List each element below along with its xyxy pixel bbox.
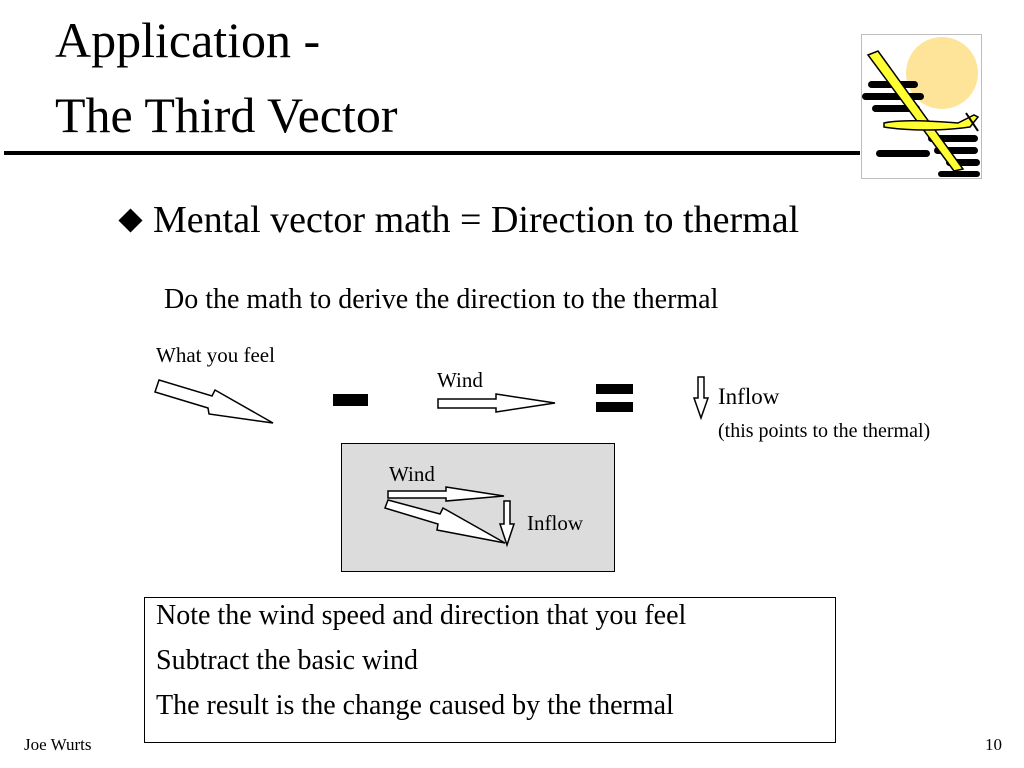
title-underline-rule [4,151,860,155]
glider-logo [861,34,982,179]
sun-shape [906,37,978,109]
inset-wind-label: Wind [389,462,435,486]
footer-author: Joe Wurts [24,735,92,754]
glider-wing [866,50,965,172]
what-you-feel-arrow [154,379,274,424]
what-you-feel-label: What you feel [156,343,275,367]
inflow-arrow [692,376,710,421]
note-line-2: Subtract the basic wind [156,645,419,676]
inset-arrows [384,486,516,548]
inset-inflow-label: Inflow [527,511,583,535]
inset-inflow-arrow [498,500,516,548]
subheading: Do the math to derive the direction to t… [164,284,719,315]
bullet-item: Mental vector math = Direction to therma… [118,198,800,242]
bullet-text: Mental vector math = Direction to therma… [153,199,800,241]
note-line-3: The result is the change caused by the t… [156,690,674,721]
note-line-1: Note the wind speed and direction that y… [156,600,687,631]
wind-arrow [437,393,556,413]
glider-sun-clouds-icon [862,37,980,177]
inset-wind-arrow [387,486,505,502]
notes-box: Note the wind speed and direction that y… [144,597,836,743]
slide-title-line-2: The Third Vector [55,87,398,143]
equals-sign-bottom [596,402,633,412]
equals-sign-top [596,384,633,394]
glider-tail [965,112,979,132]
inflow-label: Inflow [718,384,780,409]
minus-sign [333,394,368,406]
slide-title-line-1: Application - [55,12,321,68]
inflow-note: (this points to the thermal) [718,420,931,442]
glider-fuselage [883,114,980,131]
wind-label: Wind [437,368,483,392]
page-number: 10 [985,735,1002,754]
inset-feel-arrow [384,499,506,544]
vector-subtraction-inset: Wind Inflow [341,443,615,572]
